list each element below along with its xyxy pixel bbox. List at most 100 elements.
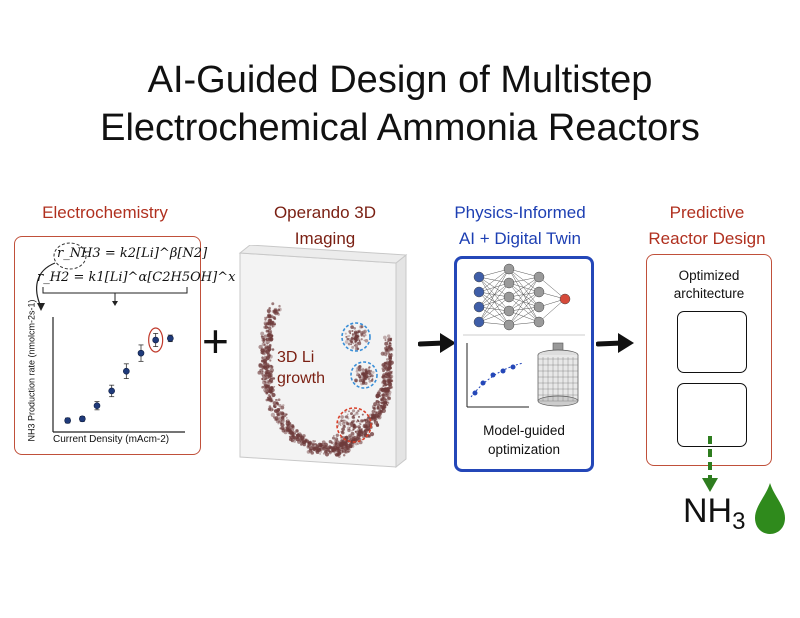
li-particle	[270, 380, 273, 384]
li-particle	[365, 375, 369, 379]
li-particle	[269, 398, 274, 403]
li-particle	[264, 334, 266, 337]
data-point	[167, 335, 174, 342]
li-particle	[265, 346, 268, 349]
nn-edge	[478, 268, 510, 308]
product-label: NH3	[683, 491, 745, 535]
li-particle	[283, 429, 288, 435]
li-particle	[385, 358, 389, 361]
li-particle	[389, 347, 393, 351]
li-particle	[350, 412, 353, 416]
li-particle	[390, 386, 394, 389]
highlight-point-circle	[148, 327, 164, 353]
li-particle	[280, 416, 285, 420]
nn-edge	[508, 306, 540, 326]
li-particle	[363, 333, 366, 335]
li-particle	[320, 445, 323, 448]
li-particle	[278, 308, 281, 311]
li-particle	[387, 366, 391, 371]
li-particle	[273, 385, 276, 388]
li-particle	[382, 385, 385, 388]
li-particle	[278, 403, 282, 408]
li-particle	[267, 329, 273, 334]
li-particle	[268, 386, 272, 391]
li-particle	[272, 323, 276, 327]
li-particle	[358, 339, 361, 342]
li-particle	[366, 375, 369, 378]
li-particle	[351, 337, 355, 342]
li-particle	[278, 416, 282, 420]
li-particle	[357, 341, 362, 346]
li-growth-label-line2: growth	[277, 370, 326, 387]
li-particle	[288, 435, 292, 439]
li-particle	[294, 429, 299, 434]
digital-twin-caption-line1: Model-guided	[483, 423, 565, 438]
li-particle	[273, 416, 276, 419]
li-particle	[266, 353, 271, 358]
output-arrow	[702, 436, 718, 492]
li-particle	[384, 398, 387, 401]
arrow-right-2	[596, 333, 634, 353]
li-particle	[268, 354, 273, 359]
li-particle	[375, 423, 380, 428]
nn-edge	[508, 268, 540, 293]
li-particle	[260, 335, 263, 338]
li-particle	[340, 415, 344, 419]
li-particle	[356, 374, 358, 377]
reactor-box-label-line2: architecture	[673, 286, 745, 301]
li-particle	[388, 393, 391, 396]
li-particle	[383, 335, 387, 340]
nn-edge	[508, 276, 540, 298]
li-particle	[315, 443, 318, 447]
li-particle	[374, 413, 378, 418]
li-particle	[386, 403, 389, 406]
li-particle	[277, 312, 281, 316]
data-point	[152, 336, 159, 344]
nn-edge	[508, 276, 540, 326]
nn-node	[503, 305, 515, 317]
li-particle	[384, 394, 388, 398]
li-particle	[342, 419, 345, 422]
nn-node	[533, 301, 545, 313]
li-particle	[340, 419, 343, 423]
li-particle	[351, 329, 354, 333]
li-particle	[388, 341, 391, 345]
li-particle	[367, 367, 371, 370]
li-particle	[384, 339, 387, 342]
li-particle	[388, 356, 392, 361]
imaging-slab-side	[395, 253, 407, 469]
imaging-volume	[238, 245, 408, 469]
li-particle	[339, 424, 342, 427]
li-particle	[322, 452, 326, 455]
li-particle	[257, 370, 262, 375]
li-particle	[358, 365, 362, 369]
li-particle	[337, 451, 342, 456]
li-particle	[271, 325, 274, 328]
reactor-heading-line1: Predictive	[669, 203, 745, 222]
li-particle	[342, 450, 344, 452]
li-particle	[337, 446, 340, 449]
nn-edge	[508, 282, 540, 323]
nn-edge	[478, 276, 510, 312]
li-particle	[361, 368, 366, 373]
li-particle	[285, 417, 288, 419]
li-particle	[361, 428, 363, 430]
li-particle	[355, 369, 359, 373]
li-particle	[376, 421, 379, 424]
product-label-subscript: 3	[732, 508, 746, 535]
li-particle	[351, 409, 356, 413]
li-particle	[350, 343, 353, 346]
li-particle	[366, 371, 370, 375]
li-particle	[270, 412, 276, 418]
li-particle	[363, 425, 366, 427]
li-particle	[389, 347, 392, 349]
li-particle	[280, 405, 285, 410]
equation-nh3-text: r_NH3 = k2[Li]^β[N2]	[57, 246, 208, 261]
li-particle	[359, 431, 364, 436]
li-particle	[324, 442, 329, 447]
electrochemistry-heading: Electrochemistry	[42, 203, 168, 222]
li-particle	[343, 450, 347, 454]
li-particle	[345, 415, 349, 419]
li-particle	[349, 422, 354, 426]
nn-edge	[478, 276, 510, 326]
